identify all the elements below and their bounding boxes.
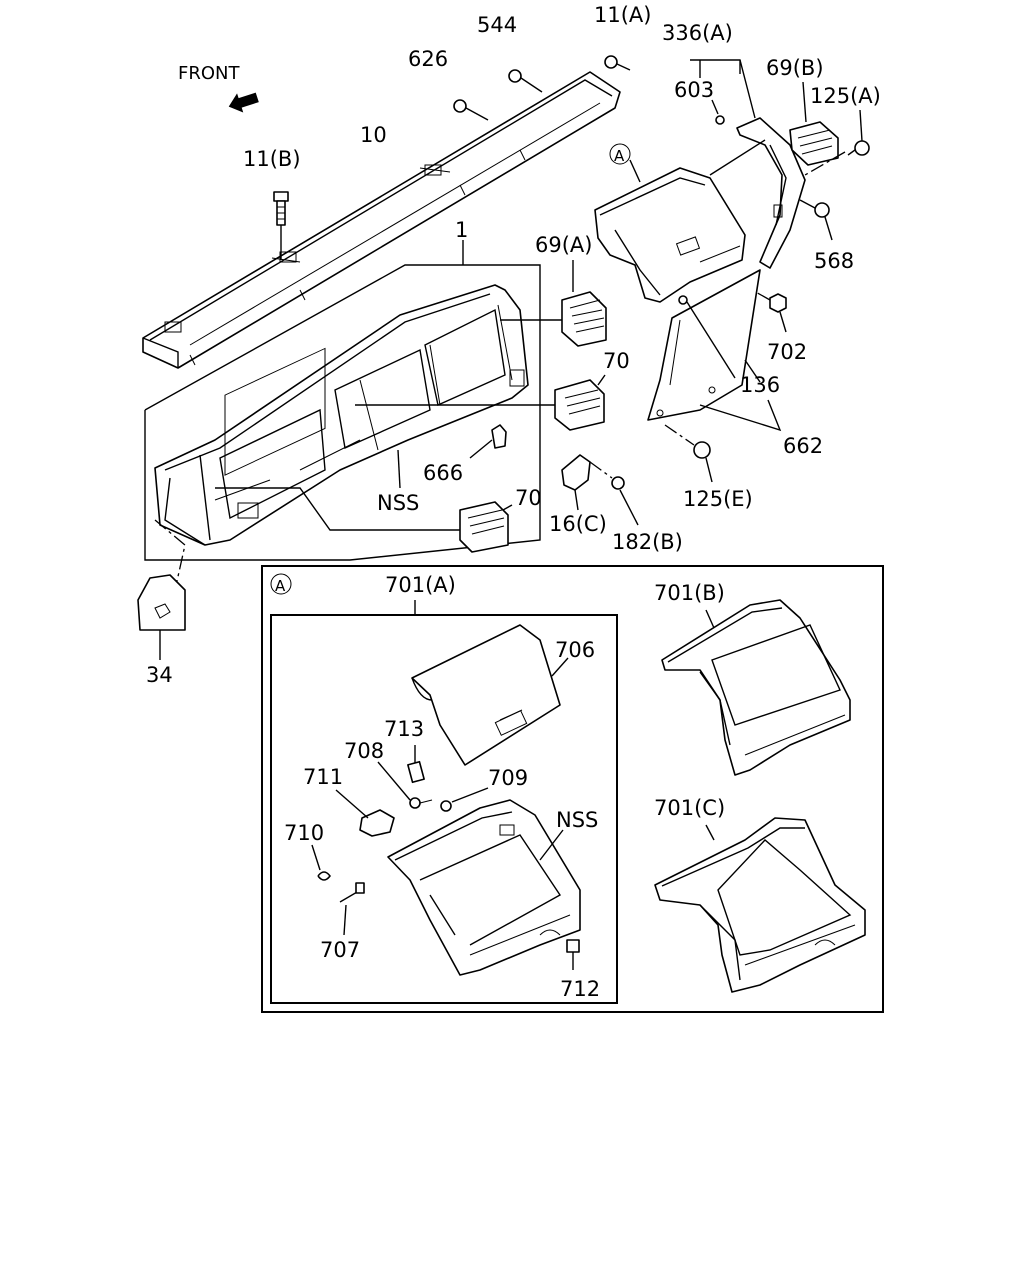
dash-leader-34: [154, 519, 186, 591]
clip-125a-icon: [804, 109, 870, 176]
label-70-bottom: 70: [515, 486, 542, 510]
screw-626-icon: [453, 99, 489, 121]
label-11a: 11(A): [594, 3, 651, 27]
label-1: 1: [455, 218, 468, 242]
pin-708-icon: [377, 761, 433, 809]
label-701a: 701(A): [385, 573, 456, 597]
label-626: 626: [408, 47, 448, 71]
detail-frame-701a: [270, 614, 618, 1004]
leader-70-bottom: [215, 487, 460, 531]
label-70-top: 70: [603, 349, 630, 373]
leader-glovebox-a: [629, 159, 641, 183]
label-662: 662: [783, 434, 823, 458]
instrument-panel-assembly: [154, 284, 529, 546]
label-709: 709: [488, 766, 528, 790]
label-706: 706: [555, 638, 595, 662]
leader-336a-left: [709, 139, 766, 176]
pin-709-icon: [440, 787, 489, 812]
bumper-712: [566, 939, 580, 970]
front-arrow-icon: [228, 92, 259, 113]
bracket-16c: [561, 454, 591, 511]
svg-text:A: A: [275, 577, 286, 595]
latch-713: [407, 745, 425, 784]
label-603: 603: [674, 78, 714, 102]
rod-707: [339, 882, 365, 936]
screw-182b-icon: [589, 461, 639, 526]
label-708: 708: [344, 739, 384, 763]
label-11b: 11(B): [243, 147, 301, 171]
marker-a-frame: A: [270, 573, 292, 595]
label-666: 666: [423, 461, 463, 485]
label-16c: 16(C): [549, 512, 607, 536]
screw-568-icon: [799, 199, 833, 241]
label-711: 711: [303, 765, 343, 789]
clip-666-icon: [469, 424, 507, 459]
nut-11a-icon: [604, 55, 631, 71]
clip-125e-icon: [664, 424, 713, 483]
screw-603-icon: [711, 99, 725, 125]
label-712: 712: [560, 977, 600, 1001]
glove-box-upper: [594, 167, 746, 303]
label-713: 713: [384, 717, 424, 741]
label-336a: 336(A): [662, 21, 733, 45]
label-nss-top: NSS: [377, 491, 419, 515]
leader-nss-top: [397, 449, 401, 489]
glovebox-lid-706: [411, 624, 569, 766]
group-outline-1: [144, 264, 541, 561]
label-702: 702: [767, 340, 807, 364]
label-125a: 125(A): [810, 84, 881, 108]
lock-711: [335, 789, 395, 837]
glovebox-body-nss: [387, 799, 581, 976]
label-69a: 69(A): [535, 233, 592, 257]
vent-70-top: [554, 379, 605, 431]
label-544: 544: [477, 13, 517, 37]
label-701b: 701(B): [654, 581, 725, 605]
label-568: 568: [814, 249, 854, 273]
screw-544-icon: [508, 69, 543, 93]
glovebox-701c: [654, 817, 866, 993]
side-cap-34: [137, 574, 186, 660]
spring-710-icon: [311, 844, 331, 881]
marker-a-upper: A: [609, 143, 631, 165]
label-10: 10: [360, 123, 387, 147]
label-136: 136: [740, 373, 780, 397]
leader-662: [699, 399, 782, 432]
svg-text:A: A: [614, 147, 625, 165]
label-182b: 182(B): [612, 530, 683, 554]
vent-69b: [789, 81, 839, 166]
label-125e: 125(E): [683, 487, 753, 511]
vent-69a: [561, 291, 607, 347]
vent-70-bottom: [459, 501, 509, 553]
leader-70-top-lbl: [597, 374, 606, 386]
label-nss-box: NSS: [556, 808, 598, 832]
leader-70-bot-lbl: [502, 504, 513, 511]
label-710: 710: [284, 821, 324, 845]
leader-136: [744, 359, 761, 383]
lower-trim-662: [647, 269, 761, 421]
upper-cover-panel: [142, 71, 621, 369]
bolt-11b-icon: [273, 191, 289, 260]
front-label: FRONT: [178, 63, 240, 84]
label-69b: 69(B): [766, 56, 824, 80]
glovebox-701b: [661, 599, 851, 776]
label-34: 34: [146, 663, 173, 687]
screw-136-icon: [678, 295, 736, 379]
label-707: 707: [320, 938, 360, 962]
label-701c: 701(C): [654, 796, 725, 820]
detail-frame-a: [261, 565, 884, 1013]
